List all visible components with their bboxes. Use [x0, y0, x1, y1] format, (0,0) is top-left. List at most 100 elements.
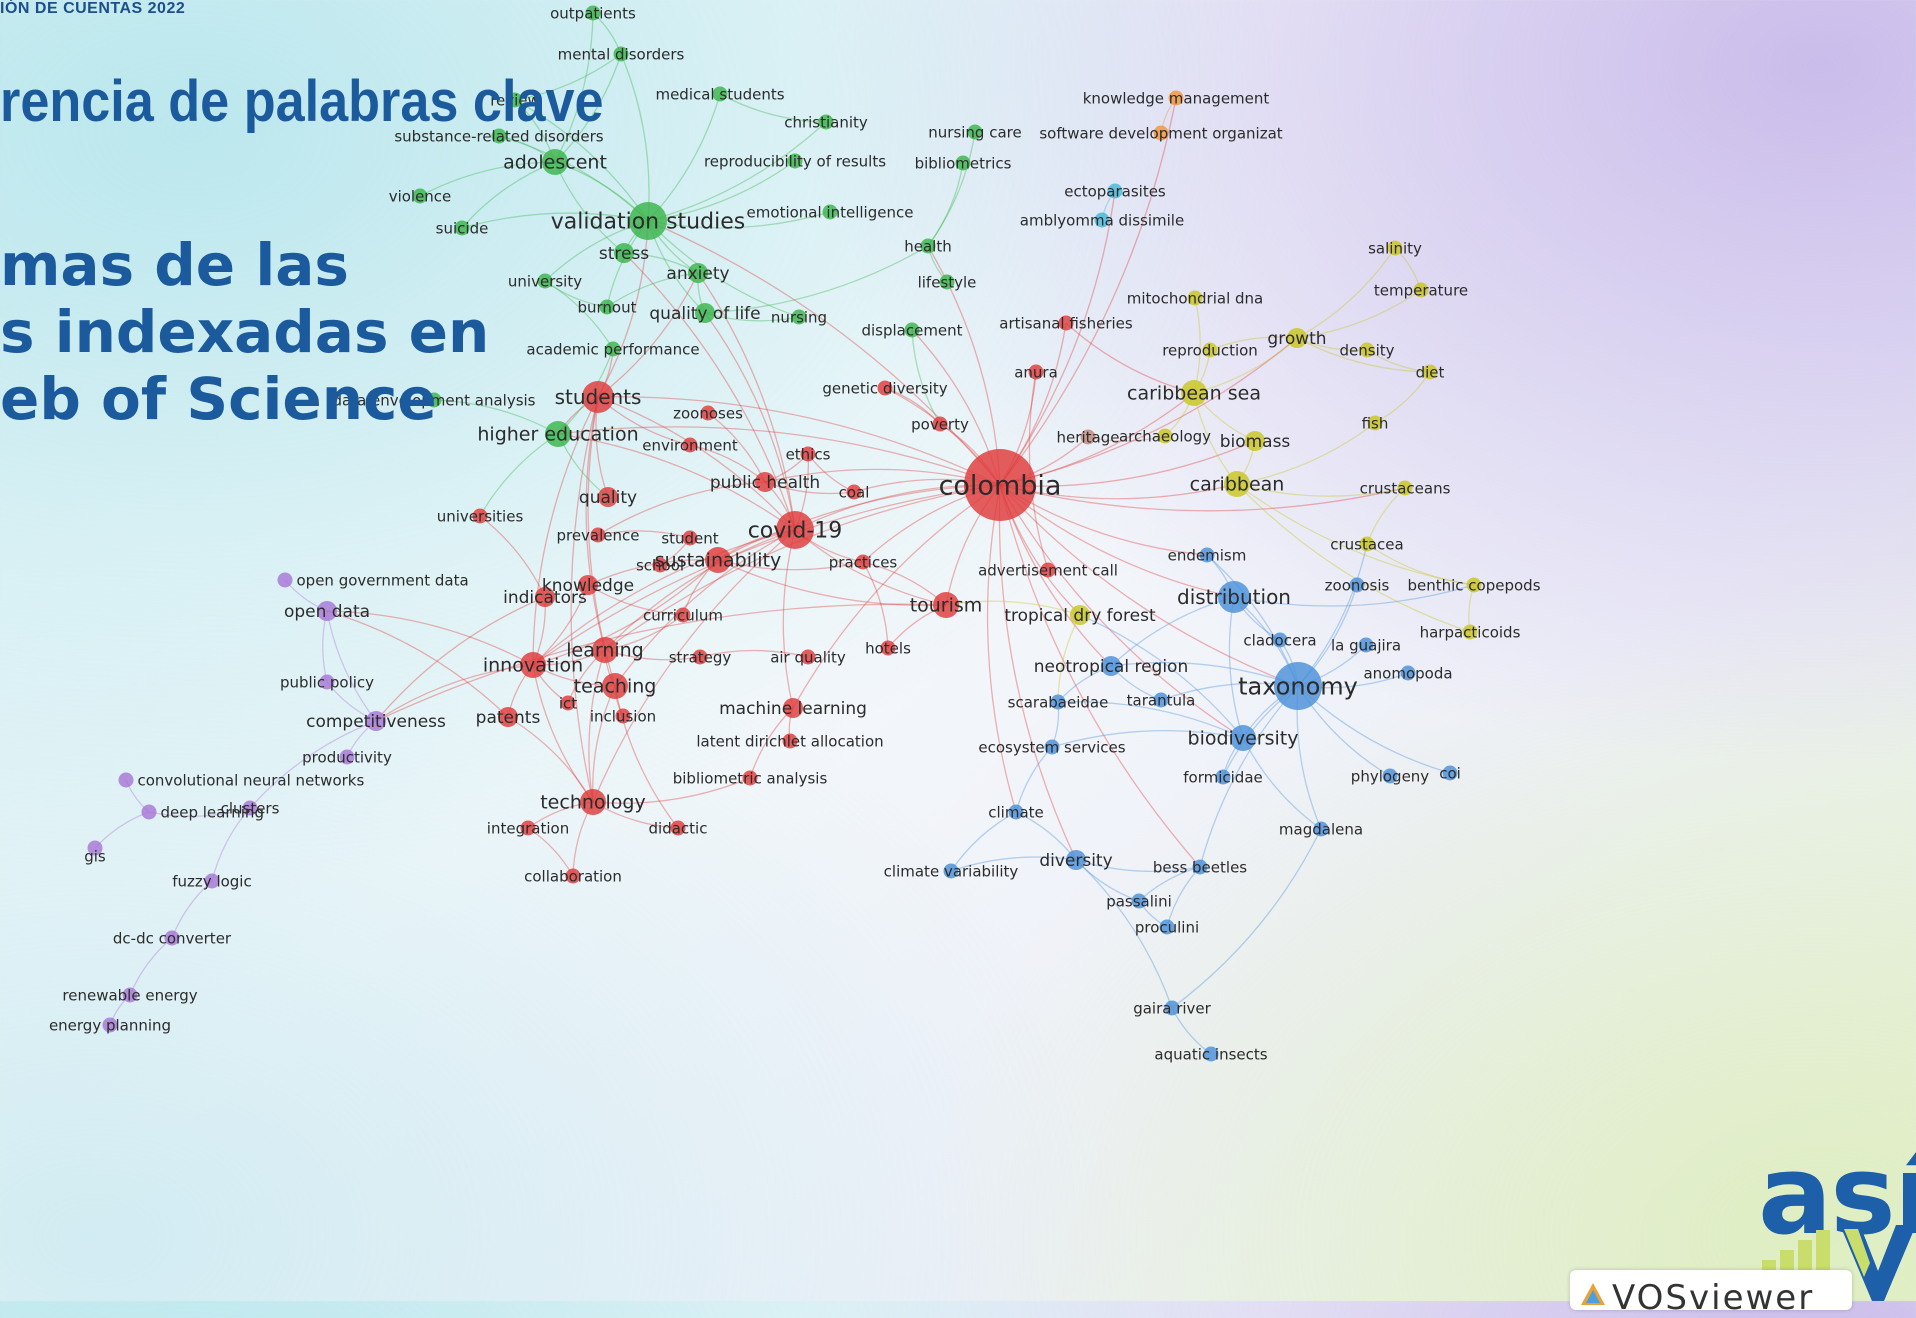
node-emotional-intelligence[interactable] [822, 204, 838, 220]
node-innovation[interactable] [520, 652, 546, 678]
node-patents[interactable] [498, 707, 518, 727]
node-zoonoses[interactable] [700, 405, 716, 421]
node-gaira-river[interactable] [1164, 1000, 1180, 1016]
node-artisanal-fisheries[interactable] [1058, 315, 1074, 331]
node-learning[interactable] [592, 637, 618, 663]
node-archaeology[interactable] [1157, 428, 1173, 444]
node-open-data[interactable] [317, 601, 337, 621]
node-coal[interactable] [846, 484, 862, 500]
node-universities[interactable] [472, 508, 488, 524]
node-diversity[interactable] [1066, 850, 1086, 870]
node-temperature[interactable] [1413, 282, 1429, 298]
node-mental-disorders[interactable] [613, 46, 629, 62]
node-christianity[interactable] [818, 114, 834, 130]
node-neotropical-region[interactable] [1101, 656, 1121, 676]
node-anxiety[interactable] [688, 263, 708, 283]
node-quality-of-life[interactable] [695, 303, 715, 323]
node-tropical-dry-forest[interactable] [1070, 605, 1090, 625]
node-climate-variability[interactable] [943, 863, 959, 879]
node-nursing[interactable] [791, 309, 807, 325]
node-collaboration[interactable] [565, 868, 581, 884]
node-clusters[interactable] [242, 800, 258, 816]
node-reproducibility-of-results[interactable] [787, 153, 803, 169]
node-students[interactable] [582, 381, 614, 413]
node-nursing-care[interactable] [967, 124, 983, 140]
node-anomopoda[interactable] [1400, 665, 1416, 681]
node-open-government-data[interactable] [277, 572, 293, 588]
node-stress[interactable] [614, 243, 634, 263]
node-reproduction[interactable] [1202, 342, 1218, 358]
node-tourism[interactable] [933, 592, 959, 618]
node-passalini[interactable] [1131, 893, 1147, 909]
node-proculini[interactable] [1159, 919, 1175, 935]
node-biodiversity[interactable] [1230, 725, 1256, 751]
node-knowledge-management[interactable] [1168, 90, 1184, 106]
node-fuzzy-logic[interactable] [204, 873, 220, 889]
node-zoonosis[interactable] [1349, 577, 1365, 593]
node-data-envelopment-analysis[interactable] [426, 392, 442, 408]
node-scarabaeidae[interactable] [1050, 694, 1066, 710]
node-caribbean[interactable] [1224, 471, 1250, 497]
node-public-policy[interactable] [319, 674, 335, 690]
node-integration[interactable] [520, 820, 536, 836]
node-hotels[interactable] [880, 640, 896, 656]
node-suicide[interactable] [454, 220, 470, 236]
node-ethics[interactable] [800, 446, 816, 462]
node-indicators[interactable] [535, 587, 555, 607]
node-mitochondrial-dna[interactable] [1187, 290, 1203, 306]
node-student[interactable] [682, 530, 698, 546]
node-anura[interactable] [1028, 364, 1044, 380]
node-curriculum[interactable] [675, 607, 691, 623]
node-quality[interactable] [598, 487, 618, 507]
node-density[interactable] [1359, 342, 1375, 358]
node-productivity[interactable] [339, 749, 355, 765]
node-public-health[interactable] [755, 472, 775, 492]
node-strategy[interactable] [692, 649, 708, 665]
node-gis[interactable] [87, 840, 103, 856]
node-taxonomy[interactable] [1274, 662, 1322, 710]
node-environment[interactable] [682, 437, 698, 453]
node-fish[interactable] [1367, 415, 1383, 431]
node-la-guajira[interactable] [1358, 637, 1374, 653]
node-bibliometric-analysis[interactable] [742, 770, 758, 786]
node-software-development-organizat[interactable] [1153, 125, 1169, 141]
node-benthic-copepods[interactable] [1466, 577, 1482, 593]
node-validation-studies[interactable] [629, 202, 667, 240]
node-phylogeny[interactable] [1382, 768, 1398, 784]
node-poverty[interactable] [932, 416, 948, 432]
node-practices[interactable] [855, 554, 871, 570]
node-academic-performance[interactable] [605, 341, 621, 357]
node-university[interactable] [537, 273, 553, 289]
node-violence[interactable] [412, 188, 428, 204]
node-advertisement-call[interactable] [1040, 562, 1056, 578]
node-bess-beetles[interactable] [1192, 859, 1208, 875]
node-diet[interactable] [1422, 364, 1438, 380]
node-aquatic-insects[interactable] [1203, 1046, 1219, 1062]
node-knowledge[interactable] [578, 575, 598, 595]
node-renewable-energy[interactable] [122, 987, 138, 1003]
node-harpacticoids[interactable] [1462, 624, 1478, 640]
node-bibliometrics[interactable] [955, 155, 971, 171]
node-burnout[interactable] [599, 299, 615, 315]
node-review[interactable] [507, 92, 523, 108]
node-ecosystem-services[interactable] [1044, 739, 1060, 755]
node-health[interactable] [920, 238, 936, 254]
node-dc-dc-converter[interactable] [164, 930, 180, 946]
node-growth[interactable] [1287, 328, 1307, 348]
node-magdalena[interactable] [1313, 821, 1329, 837]
node-competitiveness[interactable] [366, 711, 386, 731]
node-formicidae[interactable] [1215, 769, 1231, 785]
node-covid-19[interactable] [776, 511, 814, 549]
node-caribbean-sea[interactable] [1181, 380, 1207, 406]
node-prevalence[interactable] [590, 527, 606, 543]
node-crustacea[interactable] [1359, 536, 1375, 552]
node-salinity[interactable] [1387, 240, 1403, 256]
node-convolutional-neural-networks[interactable] [118, 772, 134, 788]
node-energy-planning[interactable] [102, 1017, 118, 1033]
node-climate[interactable] [1008, 804, 1024, 820]
node-machine-learning[interactable] [783, 698, 803, 718]
node-genetic-diversity[interactable] [877, 380, 893, 396]
node-heritage[interactable] [1080, 429, 1096, 445]
node-amblyomma-dissimile[interactable] [1094, 212, 1110, 228]
node-crustaceans[interactable] [1397, 480, 1413, 496]
